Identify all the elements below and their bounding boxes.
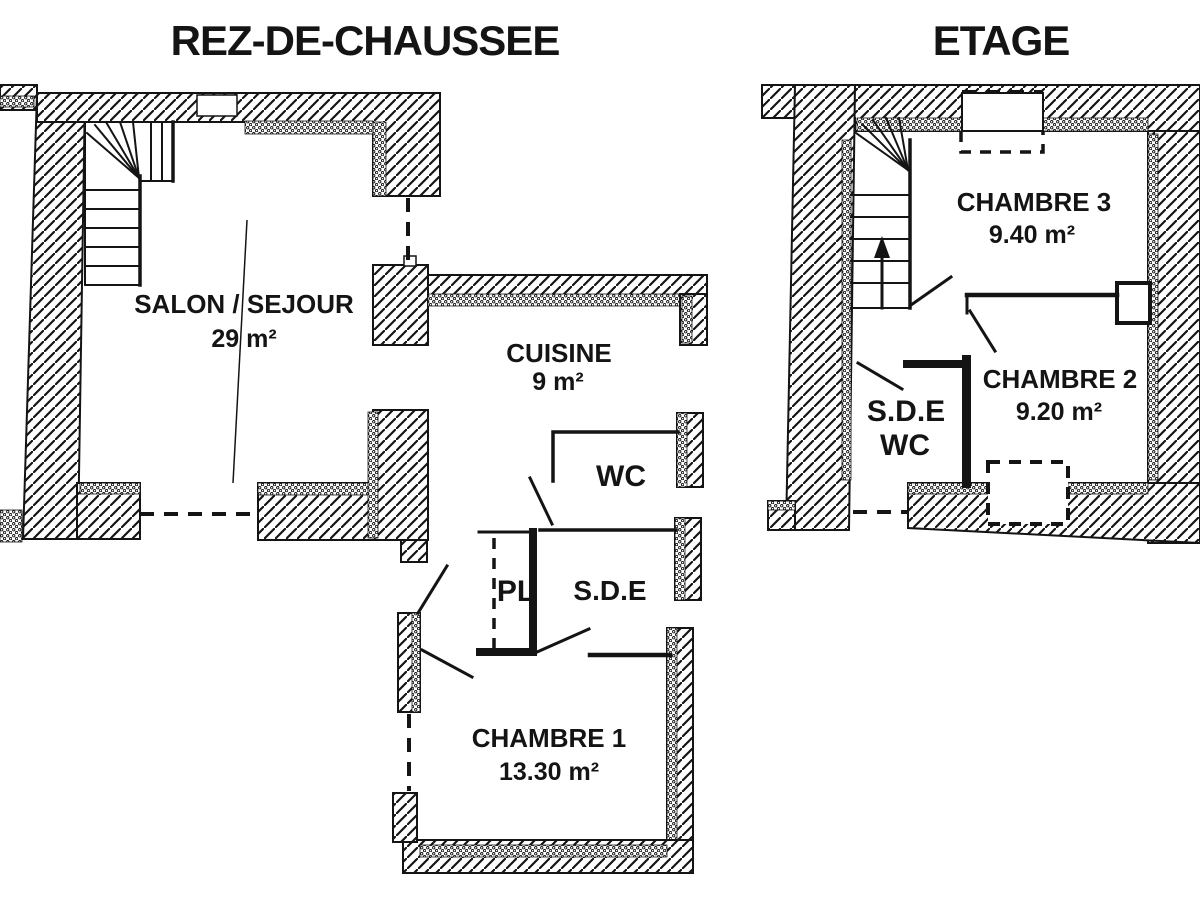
dormer-bottom (986, 460, 1070, 526)
room-area-chambre3: 9.40 m² (989, 221, 1075, 249)
room-label-pl: PL (497, 575, 535, 608)
stair-arrow-head (874, 236, 890, 258)
room-label-cuisine: CUISINE (506, 338, 611, 368)
room-label-chambre2: CHAMBRE 2 (983, 364, 1138, 394)
insulation-strip (907, 482, 989, 495)
wall-segment-left (784, 84, 857, 531)
door-swing (908, 274, 954, 308)
staircase-etage (850, 116, 912, 310)
floor-title-ground: REZ-DE-CHAUSSEE (171, 17, 560, 64)
insulation-strip (676, 412, 688, 488)
door-swing (535, 627, 591, 654)
wall-segment-kitchen-top (427, 274, 708, 296)
room-label-chambre3: CHAMBRE 3 (957, 187, 1112, 217)
door-swing (527, 475, 555, 527)
insulation-strip (674, 517, 686, 601)
room-area-salon: 29 m² (211, 325, 276, 353)
room-label-wc: WC (596, 460, 646, 493)
partition-sdewc-right (962, 355, 971, 488)
partition-pl (529, 528, 537, 655)
room-label-salon: SALON / SEJOUR (134, 289, 354, 319)
insulation-strip (419, 844, 668, 858)
insulation-strip (666, 627, 678, 851)
insulation-strip (681, 295, 693, 344)
insulation-strip (244, 120, 374, 135)
insulation-strip (411, 612, 421, 713)
stairwell-edge-line (232, 219, 248, 484)
insulation-strip (257, 482, 374, 496)
room-label-sde: S.D.E (573, 575, 646, 606)
partition-pl-bottom (476, 648, 537, 656)
insulation-strip (79, 482, 141, 495)
insulation-strip (767, 500, 796, 511)
partition-wc (551, 430, 680, 483)
insulation-strip (367, 411, 379, 539)
insulation-strip (841, 139, 852, 481)
room-label-sdewc-wc: WC (880, 429, 930, 462)
room-area-chambre2: 9.20 m² (1016, 398, 1102, 426)
wall-segment (257, 409, 429, 541)
ground-floor-plan: REZ-DE-CHAUSSEE SALON / SEJOUR 29 m² CUI… (0, 17, 708, 874)
staircase-ground (84, 120, 175, 287)
wall-segment (392, 792, 418, 843)
wall-segment (400, 539, 428, 563)
insulation-strip (372, 121, 387, 197)
room-area-cuisine: 9 m² (532, 368, 583, 396)
room-label-sdewc: S.D.E (867, 395, 945, 428)
room-label-chambre1: CHAMBRE 1 (472, 723, 627, 753)
room-area-chambre1: 13.30 m² (499, 758, 599, 786)
door-swing (967, 308, 998, 354)
partition-sdewc-top (903, 360, 965, 368)
door-swing (855, 360, 905, 392)
door-swing (419, 647, 475, 680)
door-swing (415, 563, 450, 616)
wall-segment (372, 264, 429, 346)
dormer-top (959, 90, 1045, 154)
chimney-block (1115, 281, 1152, 325)
upper-floor-plan: ETAGE CHAMBRE 3 9.40 m² CHAMBRE 2 9.20 m… (761, 17, 1200, 545)
insulation-strip (427, 293, 681, 307)
insulation-strip (0, 95, 35, 108)
wall-notch (196, 94, 238, 117)
wall-segment-left (21, 92, 87, 540)
floor-title-etage: ETAGE (933, 17, 1070, 64)
window-block (0, 509, 23, 543)
insulation-strip (1067, 482, 1149, 495)
